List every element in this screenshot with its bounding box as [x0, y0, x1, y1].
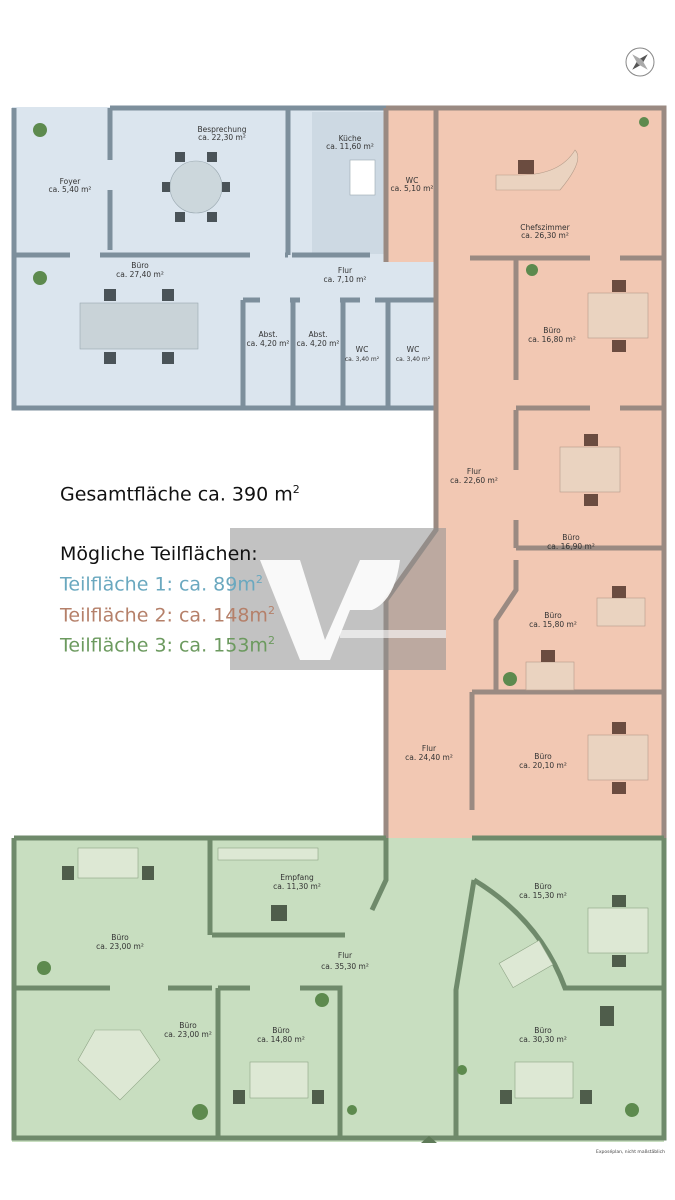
room-labels: Foyer ca. 5,40 m² Besprechung ca. 22,30 … — [49, 125, 595, 1044]
room-area: ca. 4,20 m² — [297, 339, 340, 348]
room-name: Büro — [543, 326, 561, 335]
room-name: Foyer — [60, 177, 82, 186]
room-area: ca. 20,10 m² — [519, 761, 567, 770]
room-name: WC — [406, 176, 419, 185]
furniture-zone-2 — [495, 149, 649, 794]
room-area: ca. 26,30 m² — [521, 231, 569, 240]
room-name: Büro — [534, 882, 552, 891]
room-name: Empfang — [280, 873, 314, 882]
room-area: ca. 5,10 m² — [391, 184, 434, 193]
room-name: WC — [407, 345, 420, 354]
teilflaeche-2: Teilfläche 2: ca. 148m2 — [60, 604, 275, 627]
watermark-logo — [230, 528, 446, 670]
room-area: ca. 22,60 m² — [450, 476, 498, 485]
room-name: Büro — [179, 1021, 197, 1030]
walls-zone-1 — [11, 105, 436, 411]
room-area: ca. 16,90 m² — [547, 542, 595, 551]
plant-icons — [33, 117, 649, 1120]
room-area: ca. 24,40 m² — [405, 753, 453, 762]
furniture — [79, 152, 376, 364]
room-area: ca. 7,10 m² — [324, 275, 367, 284]
teilflaeche-3: Teilfläche 3: ca. 153m2 — [60, 634, 275, 657]
room-area: ca. 35,30 m² — [321, 962, 369, 971]
room-name: Flur — [338, 266, 353, 275]
room-name: Küche — [339, 134, 362, 143]
room-name: Büro — [544, 611, 562, 620]
room-area: ca. 15,80 m² — [529, 620, 577, 629]
room-area: ca. 23,00 m² — [96, 942, 144, 951]
options-title: Mögliche Teilflächen: — [60, 543, 258, 565]
room-name: Flur — [422, 744, 437, 753]
room-area: ca. 27,40 m² — [116, 270, 164, 279]
entrance-arrow-icon — [421, 1136, 437, 1143]
room-name: Besprechung — [197, 125, 246, 134]
room-name: WC — [356, 345, 369, 354]
room-area: ca. 5,40 m² — [49, 185, 92, 194]
room-name: Büro — [534, 1026, 552, 1035]
furniture-zone-3 — [62, 847, 649, 1104]
room-name: Abst. — [308, 330, 327, 339]
room-name: Büro — [534, 752, 552, 761]
room-name: Büro — [272, 1026, 290, 1035]
room-area: ca. 14,80 m² — [257, 1035, 305, 1044]
zone-teilflaeche-2 — [386, 107, 664, 838]
room-area: ca. 3,40 m² — [396, 356, 431, 363]
room-name: Büro — [111, 933, 129, 942]
room-name: Büro — [131, 261, 149, 270]
room-area: ca. 3,40 m² — [345, 356, 380, 363]
room-area: ca. 30,30 m² — [519, 1035, 567, 1044]
walls-zone-3 — [11, 835, 667, 1141]
room-name: Flur — [467, 467, 482, 476]
room-name: Büro — [562, 533, 580, 542]
room-area: ca. 22,30 m² — [198, 133, 246, 142]
room-name: Abst. — [258, 330, 277, 339]
compass-icon — [625, 47, 655, 77]
walls-zone-2 — [383, 105, 667, 838]
total-area: Gesamtfläche ca. 390 m2 — [60, 483, 300, 506]
room-area: ca. 16,80 m² — [528, 335, 576, 344]
room-area: ca. 11,60 m² — [326, 142, 374, 151]
room-area: ca. 15,30 m² — [519, 891, 567, 900]
teilflaeche-1: Teilfläche 1: ca. 89m2 — [60, 573, 263, 596]
room-area: ca. 11,30 m² — [273, 882, 321, 891]
footnote: Exposéplan, nicht maßstäblich — [596, 1150, 665, 1155]
room-area: ca. 23,00 m² — [164, 1030, 212, 1039]
room-name: Chefszimmer — [520, 223, 570, 232]
room-name: Flur — [338, 951, 353, 960]
room-area: ca. 4,20 m² — [247, 339, 290, 348]
